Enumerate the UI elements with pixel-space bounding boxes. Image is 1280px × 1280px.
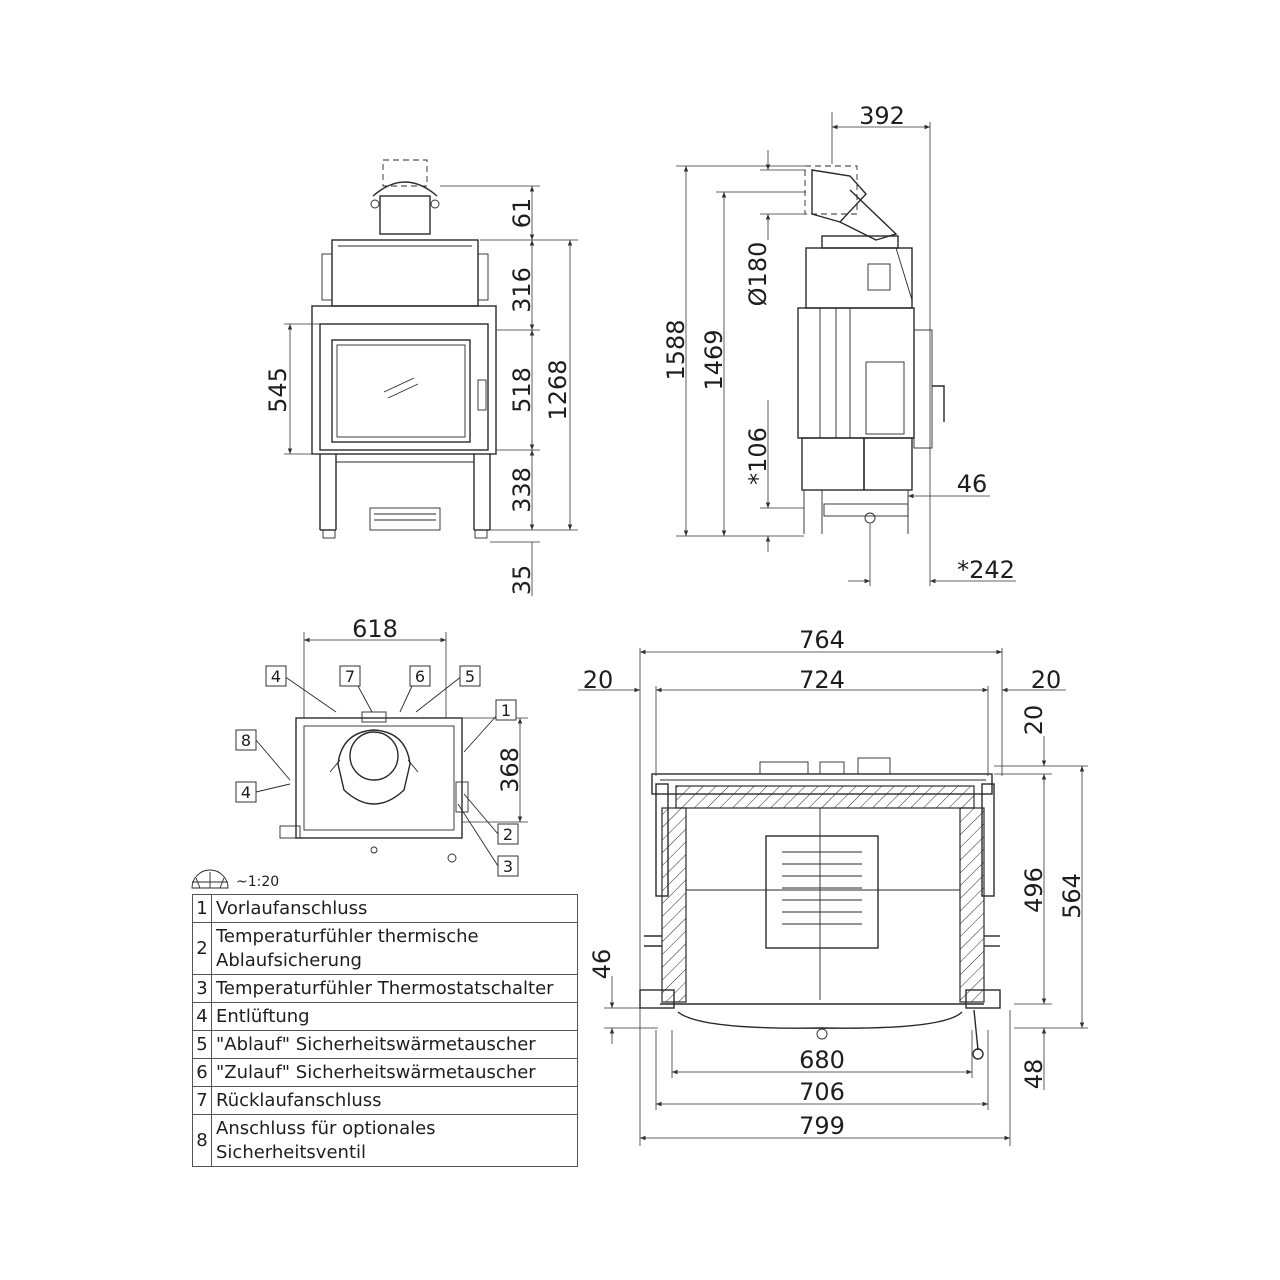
dim-inner-depth: 496: [1020, 867, 1048, 913]
legend-text: "Zulauf" Sicherheitswärmetauscher: [211, 1058, 578, 1087]
legend-number: 6: [192, 1058, 212, 1087]
dim-glass-height: 518: [508, 367, 536, 413]
dim-depth-flue: 392: [859, 102, 905, 130]
callout-6: 6: [409, 665, 431, 687]
dim-feet: 35: [508, 565, 536, 596]
legend-number: 2: [192, 922, 212, 975]
callout-3: 3: [497, 855, 519, 877]
dim-total-height: 1268: [544, 359, 572, 420]
svg-text:4: 4: [241, 783, 251, 802]
dim-total-width: 799: [799, 1112, 845, 1140]
top-dimensions: 618 368: [255, 615, 528, 867]
legend-text: Temperaturfühler thermische Ablaufsicher…: [211, 922, 578, 975]
svg-text:1: 1: [501, 701, 511, 720]
dim-lower-section: 338: [508, 467, 536, 513]
callout-1: 1: [495, 699, 517, 721]
dim-flue-diameter: Ø180: [744, 242, 772, 307]
legend-number: 1: [192, 894, 212, 923]
dim-top-width: 618: [352, 615, 398, 643]
dim-air-inlet-offset: 46: [957, 470, 988, 498]
callout-2: 2: [497, 823, 519, 845]
dim-right-margin: 20: [1031, 666, 1062, 694]
svg-text:2: 2: [503, 825, 513, 844]
legend-text: Rücklaufanschluss: [211, 1086, 578, 1115]
dim-side-offset: 46: [588, 949, 616, 980]
legend-number: 4: [192, 1002, 212, 1031]
callout-8: 8: [235, 729, 257, 751]
front-view: [311, 159, 497, 539]
legend-row: 6"Zulauf" Sicherheitswärmetauscher: [192, 1058, 578, 1087]
svg-text:3: 3: [503, 857, 513, 876]
scale-label: ~1:20: [236, 874, 279, 890]
dim-left-margin: 20: [583, 666, 614, 694]
side-dimensions: 392 1588 1469 Ø180 *106 46 *242: [662, 102, 1016, 586]
dim-frame-width: 706: [799, 1078, 845, 1106]
callout-7: 7: [339, 665, 361, 687]
legend-text: Vorlaufanschluss: [211, 894, 578, 923]
dim-air-inlet-depth: *242: [957, 556, 1015, 584]
legend-text: Anschluss für optionales Sicherheitsvent…: [211, 1114, 578, 1167]
svg-text:6: 6: [415, 667, 425, 686]
svg-text:7: 7: [345, 667, 355, 686]
dim-total-depth: 564: [1058, 873, 1086, 919]
section-view: [639, 757, 1001, 1060]
callout-5: 5: [459, 665, 481, 687]
dim-top-offset: 20: [1020, 705, 1048, 736]
callout-4-side: 4: [235, 781, 257, 803]
svg-text:8: 8: [241, 731, 251, 750]
svg-text:4: 4: [271, 667, 281, 686]
dim-upper-section: 316: [508, 267, 536, 313]
top-view: [279, 711, 469, 863]
dim-door-height: 545: [264, 367, 292, 413]
legend-text: "Ablauf" Sicherheitswärmetauscher: [211, 1030, 578, 1059]
dim-bottom-offset: 48: [1020, 1059, 1048, 1090]
dim-inner-width: 724: [799, 666, 845, 694]
dim-outer-width: 764: [799, 626, 845, 654]
section-dimensions: 764 20 724 20 20 496 564 48 46 680 706: [578, 626, 1088, 1146]
dim-flue-top: 61: [508, 198, 536, 229]
legend-number: 5: [192, 1030, 212, 1059]
dim-chamber-width: 680: [799, 1046, 845, 1074]
dim-air-inlet-height: *106: [744, 427, 772, 485]
legend-text: Temperaturfühler Thermostatschalter: [211, 974, 578, 1003]
legend-text: Entlüftung: [211, 1002, 578, 1031]
side-view: [797, 165, 945, 534]
legend-number: 7: [192, 1086, 212, 1115]
protractor-icon: [191, 869, 229, 889]
callout-4-top: 4: [265, 665, 287, 687]
dim-side-total-height: 1588: [662, 319, 690, 380]
legend-number: 3: [192, 974, 212, 1003]
dim-flue-center-height: 1469: [700, 329, 728, 390]
legend-number: 8: [192, 1114, 212, 1167]
legend-row: 5"Ablauf" Sicherheitswärmetauscher: [192, 1030, 578, 1059]
front-dimensions: 61 316 518 1268 545 338 35: [264, 185, 578, 596]
dim-top-depth: 368: [496, 747, 524, 793]
svg-text:5: 5: [465, 667, 475, 686]
